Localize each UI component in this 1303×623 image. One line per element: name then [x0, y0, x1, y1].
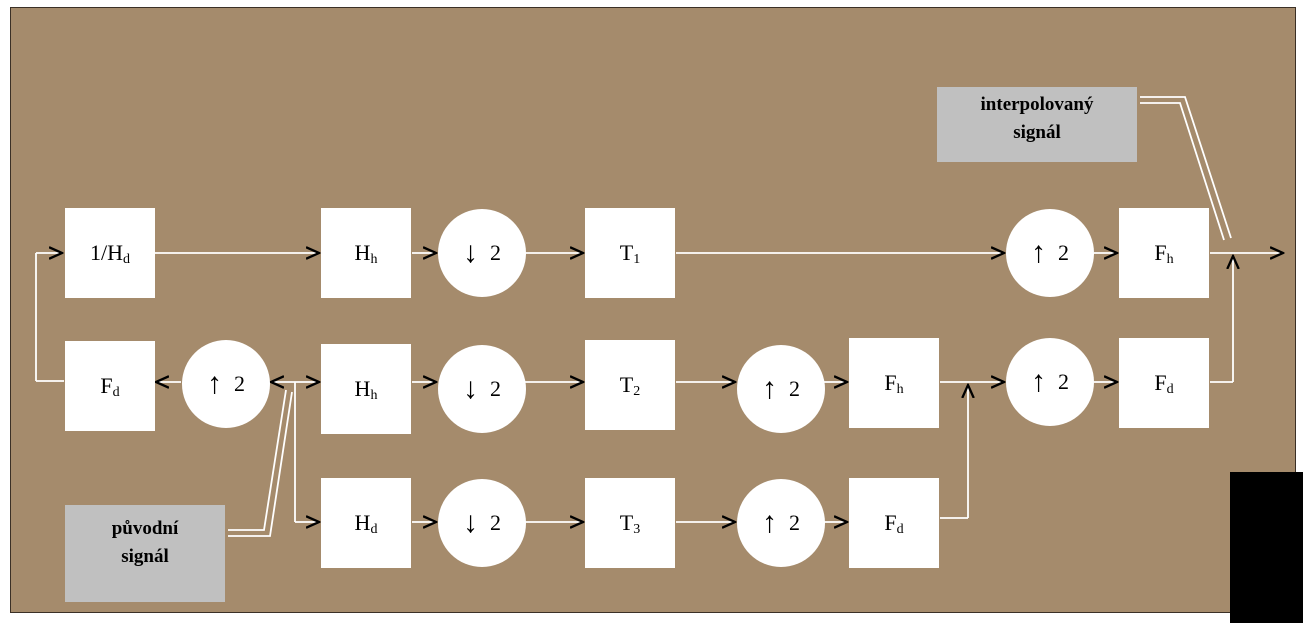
hh-row2-label: H [354, 376, 371, 401]
downsample-row2: ↓2 [438, 345, 526, 433]
hh-row1-subscript: h [370, 252, 378, 267]
t2-subscript: 2 [633, 384, 641, 399]
input-callout-line1: původní [111, 518, 179, 539]
up-arrow-icon: ↑ [762, 372, 777, 405]
t3-label: T [619, 510, 634, 535]
output-callout-line2: signál [1013, 121, 1061, 143]
t1-subscript: 1 [633, 252, 641, 267]
fd-row3-label: F [884, 510, 897, 535]
down-arrow-icon: ↓ [463, 236, 478, 269]
output-callout-line1: interpolovaný [980, 94, 1094, 115]
fh-row2-subscript: h [896, 382, 904, 397]
upsample-row2-b-factor: 2 [1058, 369, 1069, 394]
upsample-row1-factor: 2 [1058, 240, 1069, 265]
inverse-hd-label: 1/H [90, 240, 123, 265]
t2-label: T [619, 372, 634, 397]
fh-row1-subscript: h [1166, 252, 1174, 267]
hd-row3-label: H [354, 510, 371, 535]
downsample-row2-factor: 2 [490, 376, 501, 401]
fd-row3-subscript: d [896, 522, 904, 537]
upsample-row2-b: ↑2 [1006, 338, 1094, 426]
fd-left-label: F [100, 373, 113, 398]
inverse-hd-subscript: d [123, 252, 130, 267]
downsample-row3-factor: 2 [490, 510, 501, 535]
hd-row3-subscript: d [370, 522, 378, 537]
input-pointer-b [228, 391, 293, 537]
up-arrow-icon: ↑ [762, 506, 777, 539]
input-callout: původní signál [65, 505, 225, 602]
upsample-row3: ↑2 [737, 479, 825, 567]
t3-subscript: 3 [633, 522, 641, 537]
upsample-left-factor: 2 [234, 371, 245, 396]
fd-left-subscript: d [112, 385, 120, 400]
cropped-image-corner [1230, 472, 1303, 623]
downsample-row3: ↓2 [438, 479, 526, 567]
hh-row1-label: H [354, 240, 371, 265]
upsample-row1: ↑2 [1006, 209, 1094, 297]
fd-row2-label: F [1154, 370, 1167, 395]
output-pointer-b [1140, 102, 1225, 241]
up-arrow-icon: ↑ [207, 367, 222, 400]
downsample-row1-factor: 2 [490, 240, 501, 265]
upsample-row3-factor: 2 [789, 510, 800, 535]
fh-row1-label: F [1154, 240, 1167, 265]
upsample-row2-a-factor: 2 [789, 376, 800, 401]
up-arrow-icon: ↑ [1031, 365, 1046, 398]
upsample-left: ↑2 [182, 340, 270, 428]
input-pointer-a [228, 389, 287, 531]
down-arrow-icon: ↓ [463, 506, 478, 539]
t1-label: T [619, 240, 634, 265]
fh-row2-label: F [884, 370, 897, 395]
input-callout-line2: signál [121, 545, 169, 567]
down-arrow-icon: ↓ [463, 372, 478, 405]
output-pointer-a [1140, 96, 1232, 239]
up-arrow-icon: ↑ [1031, 236, 1046, 269]
output-callout: interpolovaný signál [937, 87, 1137, 162]
hh-row2-subscript: h [370, 388, 378, 403]
downsample-row1: ↓2 [438, 209, 526, 297]
fd-row2-subscript: d [1166, 382, 1174, 397]
upsample-row2-a: ↑2 [737, 345, 825, 433]
